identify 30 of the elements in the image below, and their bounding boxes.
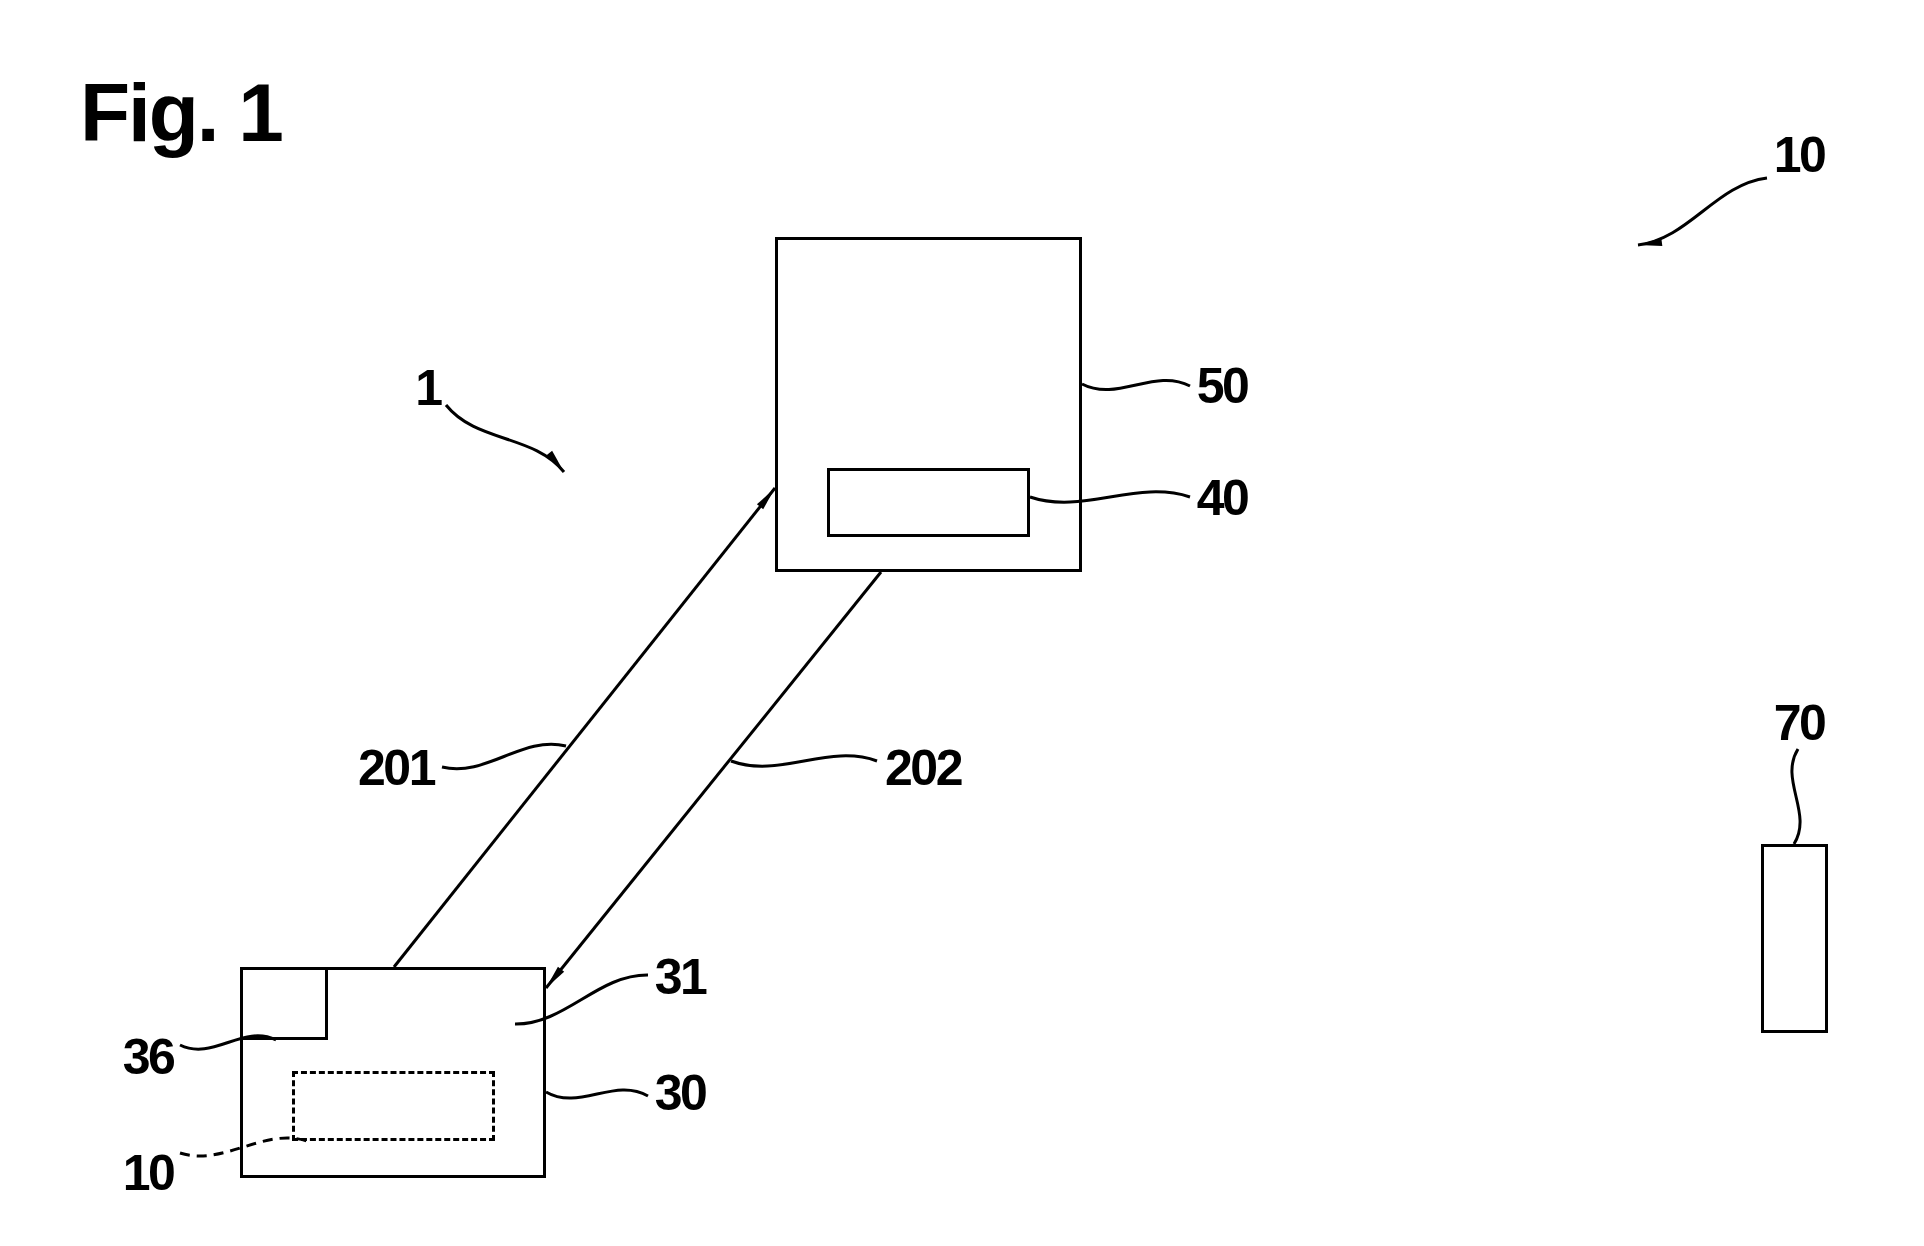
leader-line [730,754,878,768]
reference-numeral: 36 [116,1031,180,1083]
component-box [775,237,1082,572]
reference-numeral: 30 [648,1067,712,1119]
leader-line [545,1088,649,1100]
component-box [240,967,328,1040]
leader-line [514,973,649,1026]
reference-numeral: 202 [877,742,969,794]
leader-line [441,742,567,771]
leader-line [179,1034,277,1051]
leader-line [1790,748,1802,845]
component-box [292,1071,495,1141]
component-box [827,468,1030,537]
component-box [1761,844,1828,1033]
reference-numeral: 70 [1767,697,1831,749]
leader-line [1029,490,1191,504]
arrow [444,403,566,474]
component-box [240,967,546,1178]
reference-numeral: 31 [648,951,712,1003]
reference-numeral: 10 [1767,129,1831,181]
arrow [544,571,883,989]
reference-numeral: 40 [1190,472,1254,524]
reference-numeral: 1 [410,362,446,414]
reference-numeral: 10 [116,1147,180,1199]
leader-line [179,1136,308,1158]
reference-numeral: 50 [1190,360,1254,412]
arrow [1637,176,1768,247]
arrow [392,487,777,968]
leader-line [1081,378,1191,392]
reference-numeral: 201 [350,742,442,794]
